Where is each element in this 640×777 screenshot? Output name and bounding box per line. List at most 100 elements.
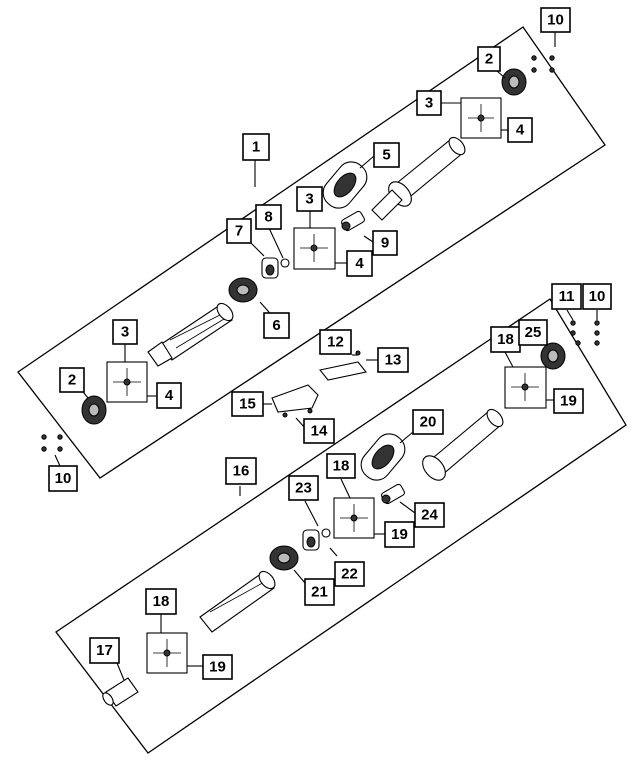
center-bearing-icon	[269, 545, 299, 571]
callout-13: 13	[377, 347, 409, 373]
front-driveshaft-tube-front	[147, 302, 234, 367]
callout-4: 4	[507, 117, 533, 143]
nut-icon	[321, 528, 331, 538]
svg-text:4: 4	[355, 255, 364, 272]
callout-16: 16	[225, 457, 257, 485]
callout-14: 14	[303, 418, 335, 444]
callout-21: 21	[304, 578, 335, 606]
callout-2: 2	[59, 367, 85, 393]
callout-12: 12	[319, 329, 352, 355]
callout-20: 20	[412, 409, 444, 435]
callout-6: 6	[263, 312, 290, 339]
svg-text:19: 19	[391, 526, 408, 543]
svg-text:5: 5	[382, 147, 390, 164]
rear-driveshaft-tube-rear	[422, 408, 504, 481]
companion-flange-icon	[501, 68, 527, 96]
rear-driveshaft-panel	[55, 298, 627, 754]
bolt-set-icon	[570, 320, 600, 346]
callout-7: 7	[226, 218, 252, 244]
bolt-set-icon	[531, 55, 555, 73]
svg-text:2: 2	[68, 372, 76, 389]
svg-text:11: 11	[559, 288, 575, 305]
svg-text:4: 4	[516, 122, 525, 139]
callout-19: 19	[202, 654, 233, 680]
svg-text:10: 10	[589, 288, 606, 305]
svg-text:3: 3	[121, 324, 129, 341]
slip-yoke-icon	[302, 529, 320, 551]
svg-text:16: 16	[233, 463, 250, 480]
callout-3: 3	[112, 319, 138, 345]
svg-text:20: 20	[420, 414, 437, 431]
leader-lines	[54, 30, 598, 681]
callout-8: 8	[255, 204, 282, 230]
front-driveshaft-panel	[17, 26, 606, 479]
callout-10: 10	[48, 465, 78, 492]
callout-4: 4	[156, 382, 182, 409]
svg-text:4: 4	[165, 387, 174, 404]
bracket-icon	[271, 384, 319, 418]
callout-18: 18	[326, 453, 356, 479]
svg-text:3: 3	[425, 95, 433, 112]
svg-text:22: 22	[341, 566, 358, 583]
svg-text:19: 19	[560, 393, 577, 410]
svg-text:17: 17	[96, 642, 113, 659]
companion-flange-icon	[81, 395, 107, 425]
pad-icon	[319, 350, 367, 381]
callout-10: 10	[582, 283, 612, 310]
svg-text:18: 18	[497, 331, 514, 348]
center-bearing-icon	[228, 277, 258, 303]
callout-1: 1	[242, 133, 270, 161]
svg-text:24: 24	[421, 507, 438, 524]
svg-text:6: 6	[272, 317, 280, 334]
callout-24: 24	[414, 502, 445, 528]
universal-joint-kit-box	[333, 497, 375, 539]
svg-text:10: 10	[55, 470, 72, 487]
yoke-icon	[381, 483, 405, 505]
boot-icon	[360, 433, 406, 481]
universal-joint-kit-box	[293, 227, 336, 270]
slip-yoke-shaft-icon	[102, 677, 139, 707]
callout-5: 5	[373, 142, 400, 168]
universal-joint-kit-box	[146, 632, 188, 674]
universal-joint-kit-box	[504, 366, 547, 409]
nut-icon	[280, 258, 290, 268]
callout-22: 22	[334, 561, 365, 587]
callout-25: 25	[518, 319, 548, 346]
callout-9: 9	[372, 230, 398, 256]
callout-18: 18	[490, 326, 521, 353]
svg-text:12: 12	[327, 334, 344, 351]
svg-text:18: 18	[153, 593, 170, 610]
front-driveshaft-tube-rear	[371, 136, 466, 221]
slip-yoke-icon	[261, 257, 279, 279]
callout-11: 11	[551, 283, 582, 310]
svg-text:18: 18	[333, 458, 350, 475]
callout-18: 18	[145, 588, 177, 615]
universal-joint-kit-box	[106, 361, 148, 403]
callout-17: 17	[89, 637, 120, 664]
svg-text:3: 3	[305, 191, 313, 208]
svg-text:19: 19	[209, 659, 226, 676]
svg-text:14: 14	[311, 423, 328, 440]
svg-text:25: 25	[525, 324, 542, 341]
svg-text:9: 9	[381, 235, 389, 252]
callout-3: 3	[416, 90, 442, 116]
callout-23: 23	[288, 475, 319, 501]
svg-text:21: 21	[311, 584, 328, 601]
universal-joint-kit-box	[460, 97, 502, 139]
svg-text:2: 2	[485, 51, 493, 68]
companion-flange-icon	[540, 342, 566, 370]
callout-15: 15	[231, 391, 264, 417]
callout-19: 19	[384, 521, 415, 548]
svg-text:10: 10	[547, 12, 564, 29]
bolt-set-icon	[41, 434, 63, 452]
svg-text:7: 7	[235, 223, 243, 240]
rear-driveshaft-tube-front	[199, 570, 276, 633]
callout-19: 19	[553, 388, 584, 414]
boot-icon	[322, 161, 368, 209]
svg-text:1: 1	[252, 139, 260, 156]
svg-text:8: 8	[264, 209, 272, 226]
callout-10: 10	[540, 7, 571, 33]
svg-text:13: 13	[385, 352, 402, 369]
callout-2: 2	[477, 46, 501, 72]
